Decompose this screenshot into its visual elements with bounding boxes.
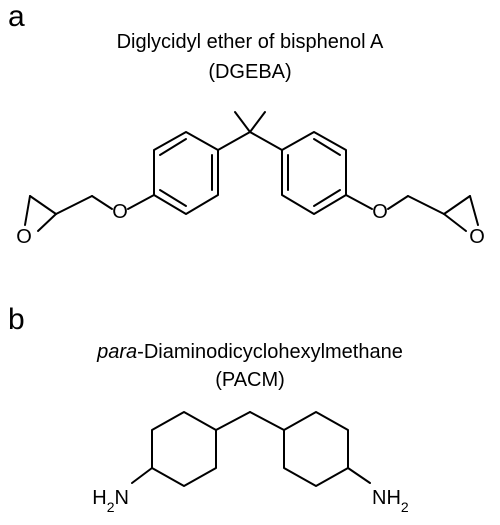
pacm-title-rest: -Diaminodicyclohexylmethane (137, 341, 403, 363)
bond-ring-to-o-left (127, 194, 155, 210)
amine-bond-left (131, 467, 153, 484)
bond-c-to-right-ring (249, 131, 283, 151)
bond-o-to-ch2-right (387, 195, 409, 210)
amine-right-label: NH2 (372, 487, 409, 515)
methyl-bond-right (249, 111, 266, 133)
left-ring-double-bond-2 (159, 189, 187, 207)
dgeba-structure: O O O O (16, 111, 485, 248)
left-ring-double-bond-3 (159, 138, 187, 156)
epoxide-right-co1 (469, 195, 479, 226)
bond-ring-to-o-right (345, 194, 373, 210)
right-cyclohexane-ring (283, 411, 349, 487)
epoxide-left-cc (29, 195, 57, 215)
epoxide-left-co1 (24, 195, 31, 226)
pacm-structure: H2N NH2 (92, 411, 409, 515)
epoxide-left-co2 (37, 213, 57, 232)
pacm-title: para-Diaminodicyclohexylmethane (0, 340, 500, 364)
panel-label-b: b (8, 303, 25, 336)
bond-ch2-to-epoxide-left (55, 195, 93, 215)
left-cyclohexane-ring (151, 411, 217, 487)
bond-c-to-left-ring (217, 131, 251, 151)
epoxide-right-cc (443, 195, 471, 215)
right-benzene-ring (281, 131, 347, 215)
amine-left-label: H2N (92, 487, 129, 515)
bond-o-to-ch2-left (91, 195, 113, 210)
methyl-bond-left (234, 111, 251, 133)
epoxide-oxygen-left: O (16, 226, 32, 248)
bridge-bond-right (249, 411, 285, 431)
bond-ch2-to-epoxide-right (407, 195, 445, 215)
ether-oxygen-left: O (112, 201, 128, 223)
panel-label-a: a (8, 0, 25, 33)
pacm-title-prefix: para (97, 341, 138, 363)
pacm-abbreviation: (PACM) (215, 369, 285, 391)
ether-oxygen-right: O (372, 201, 388, 223)
dgeba-title: Diglycidyl ether of bisphenol A (116, 31, 384, 53)
right-ring-double-bond-2 (313, 189, 341, 207)
left-benzene-ring (153, 131, 219, 215)
right-ring-double-bond-3 (313, 138, 341, 156)
amine-bond-right (347, 467, 371, 484)
bridge-bond-left (215, 411, 251, 431)
epoxide-oxygen-right: O (469, 226, 485, 248)
dgeba-abbreviation: (DGEBA) (208, 61, 292, 83)
epoxide-right-co2 (443, 213, 467, 232)
